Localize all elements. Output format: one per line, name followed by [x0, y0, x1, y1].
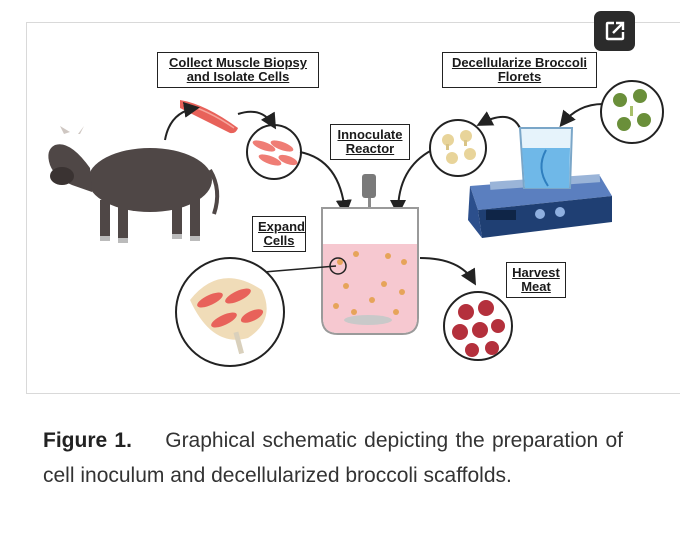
expand-figure-button[interactable]: [594, 11, 635, 51]
arrow-florets-to-beaker: [559, 103, 604, 128]
label-decell-line1: Decellularize Broccoli: [451, 55, 588, 70]
arrow-hotplate-to-scaffold: [476, 111, 521, 129]
label-expand-line2: Cells: [263, 233, 295, 248]
beaker-icon: [518, 127, 574, 189]
figure-caption: Figure 1. Graphical schematic depicting …: [43, 423, 623, 493]
label-decellularize: Decellularize Broccoli Florets: [442, 52, 597, 88]
caption-text: Graphical schematic depicting the prepar…: [43, 429, 623, 487]
label-decell-line2: Florets: [497, 69, 542, 84]
label-innoculate-line1: Innoculate: [337, 127, 403, 142]
arrow-scaffold-to-reactor: [390, 149, 433, 216]
external-open-icon: [605, 21, 624, 41]
label-innoculate-line2: Reactor: [345, 141, 395, 156]
caption-label: Figure 1.: [43, 429, 132, 452]
isolated-cells-icon: [246, 124, 302, 180]
bioreactor-icon: [321, 174, 419, 335]
label-expand-line1: Expand: [258, 219, 305, 234]
harvested-meat-icon: [443, 291, 513, 361]
cow-icon: [48, 126, 220, 243]
expanded-cells-icon: [175, 257, 337, 367]
label-expand-cells: Expand Cells: [252, 216, 306, 252]
broccoli-florets-icon: [600, 80, 664, 144]
label-collect-line2: and Isolate Cells: [186, 69, 290, 84]
label-collect-line1: Collect Muscle Biopsy: [169, 55, 307, 70]
arrow-cells-to-reactor: [299, 151, 352, 216]
label-harvest-line1: Harvest: [512, 265, 560, 280]
arrow-reactor-to-meat: [419, 257, 477, 286]
label-innoculate-reactor: Innoculate Reactor: [330, 124, 410, 160]
arrow-cow-to-biopsy: [164, 101, 200, 141]
arrow-biopsy-to-cells: [237, 110, 277, 130]
broccoli-scaffold-icon: [429, 119, 487, 177]
label-collect-biopsy: Collect Muscle Biopsy and Isolate Cells: [157, 52, 319, 88]
label-harvest-meat: Harvest Meat: [506, 262, 566, 298]
label-harvest-line2: Meat: [521, 279, 551, 294]
schematic-diagram: [48, 80, 664, 367]
muscle-biopsy-icon: [180, 100, 238, 134]
